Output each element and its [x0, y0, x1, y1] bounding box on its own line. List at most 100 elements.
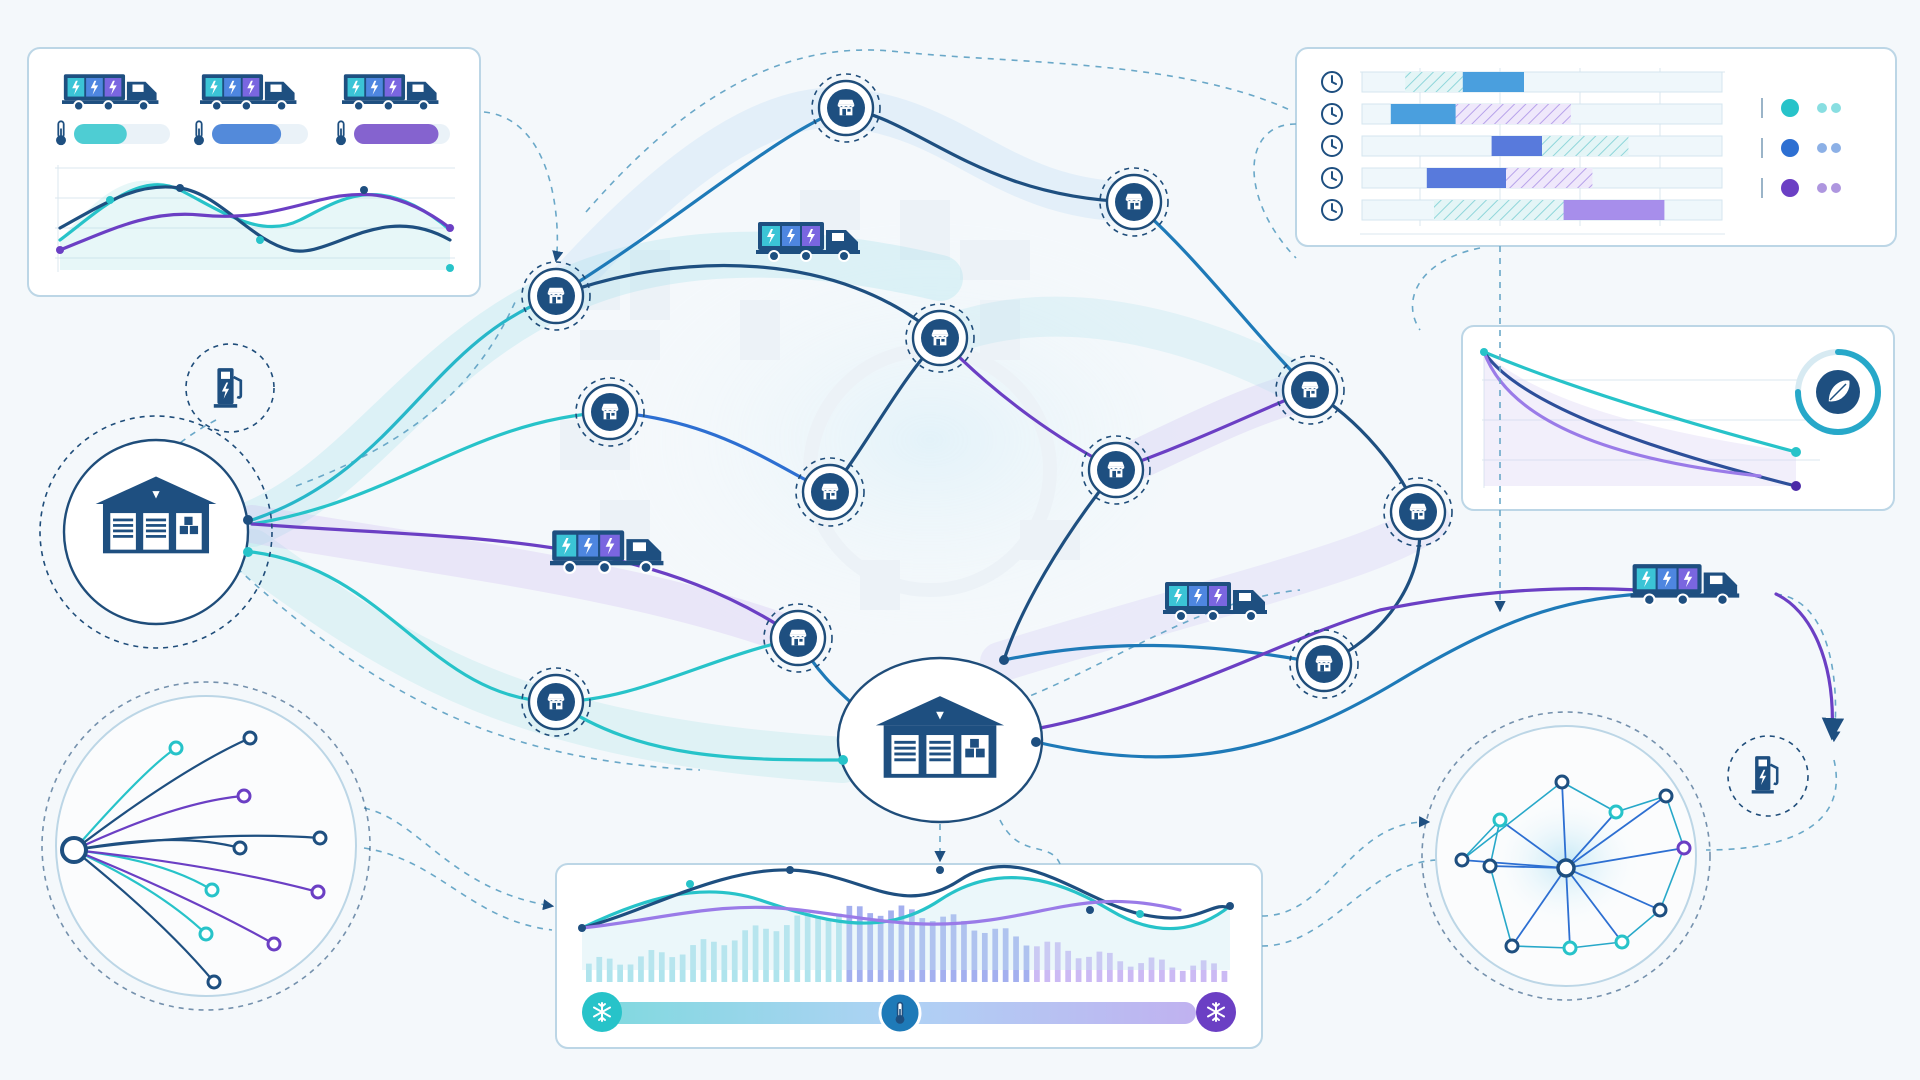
storefront-icon: [1315, 655, 1333, 672]
temperature-bar: [658, 952, 665, 982]
charging-station-right[interactable]: [1727, 735, 1809, 817]
store-node-6[interactable]: [1275, 355, 1345, 425]
mesh-link: [1565, 867, 1623, 943]
mesh-link: [1489, 819, 1501, 867]
route-hub-to-s12: [1002, 643, 1326, 666]
snowflake-icon-frozen: [1196, 992, 1236, 1032]
temperature-bar: [940, 916, 946, 982]
distribution-radial-network: [41, 681, 371, 1011]
temperature-bar: [1221, 970, 1228, 982]
temperature-bar: [877, 915, 884, 982]
temperature-bar: [888, 910, 894, 982]
route-s2-to-s3: [844, 106, 1136, 204]
radial-spoke: [73, 849, 207, 935]
temperature-slider-knob[interactable]: [878, 991, 922, 1035]
route-wh-a-to-s8: [250, 522, 800, 640]
warehouse-central-hub[interactable]: [836, 655, 1044, 824]
radial-endpoint: [232, 840, 248, 856]
fleet-line-navy: [58, 185, 452, 253]
mesh-link: [1569, 941, 1623, 949]
temperature-bar: [721, 945, 728, 982]
legend-dot-small: [1817, 183, 1827, 193]
temperature-bar: [606, 958, 613, 982]
fleet-temp-fill: [74, 124, 127, 144]
temperature-bar: [1159, 959, 1165, 982]
emission-reduction-panel: [1461, 325, 1895, 511]
legend-dot-small: [1817, 143, 1827, 153]
schedule-window: [1506, 168, 1593, 188]
temperature-bar: [752, 925, 759, 982]
store-node-5[interactable]: [905, 303, 975, 373]
schedule-slot: [1491, 136, 1542, 156]
schedule-slot: [1563, 200, 1665, 220]
schedule-slot: [1390, 104, 1456, 124]
store-node-11[interactable]: [1383, 477, 1453, 547]
storefront-icon: [547, 287, 565, 304]
temperature-bar: [804, 912, 811, 982]
temperature-bar: [596, 956, 603, 982]
store-node-8[interactable]: [763, 603, 833, 673]
fleet-line-purple: [58, 192, 452, 252]
temperature-bar: [711, 941, 717, 982]
temperature-monitor-panel: [555, 863, 1263, 1049]
temperature-bar: [1169, 967, 1176, 982]
ev-charger-icon: [1750, 754, 1779, 795]
emission-line-teal: [1482, 350, 1798, 454]
temperature-bar: [981, 932, 988, 982]
store-node-3[interactable]: [1099, 167, 1169, 237]
ev-charger-icon: [212, 366, 243, 410]
radial-endpoint: [206, 974, 222, 990]
temperature-bar: [1179, 970, 1186, 982]
local-mesh-network: [1421, 711, 1711, 1001]
schedule-slot: [1462, 72, 1524, 92]
mesh-node: [1492, 812, 1508, 828]
snowflake-icon-cold: [582, 992, 622, 1032]
temperature-bar: [898, 905, 905, 982]
route-s1-to-s5: [554, 263, 942, 340]
mesh-link: [1565, 795, 1667, 869]
mesh-node: [1608, 804, 1624, 820]
temperature-bar: [1013, 936, 1019, 982]
store-node-10[interactable]: [1081, 435, 1151, 505]
storefront-icon: [931, 329, 949, 346]
storefront-icon: [837, 99, 855, 116]
charging-station-left[interactable]: [185, 343, 275, 433]
truck-on-route-east[interactable]: [1630, 563, 1741, 606]
leaf-gauge: [1795, 349, 1881, 435]
thermometer-icon: [193, 120, 205, 147]
route-s10-to-hub: [1002, 468, 1118, 662]
storefront-icon: [821, 483, 839, 500]
store-node-12[interactable]: [1289, 629, 1359, 699]
route-s9-to-hub-lower: [554, 700, 845, 762]
fleet-chart-grid: [55, 165, 455, 272]
store-node-2[interactable]: [811, 73, 881, 143]
radial-spoke: [73, 849, 215, 983]
temperature-bar: [586, 963, 592, 982]
legend-dot-small: [1817, 103, 1827, 113]
temperature-bar: [1034, 946, 1040, 982]
warehouse-main-left[interactable]: [39, 415, 273, 649]
storefront-icon: [1125, 193, 1143, 210]
mesh-node: [1676, 840, 1692, 856]
radial-endpoint: [310, 884, 326, 900]
temperature-bar: [992, 928, 999, 982]
radial-spoke: [73, 834, 321, 852]
delivery-schedule-panel: [1295, 47, 1897, 247]
temperature-bar: [909, 909, 915, 982]
temperature-bar: [690, 945, 696, 982]
legend-dot: [1781, 139, 1799, 157]
schedule-window: [1434, 200, 1564, 220]
store-node-4[interactable]: [575, 377, 645, 447]
store-node-9[interactable]: [521, 667, 591, 737]
temperature-bar: [1086, 956, 1092, 982]
thermometer-icon: [335, 120, 347, 147]
fleet-temp-fill: [212, 124, 282, 144]
store-node-1[interactable]: [521, 261, 591, 331]
temperature-bar: [846, 905, 853, 982]
temperature-bar: [627, 964, 634, 982]
temperature-bar: [1054, 942, 1061, 982]
mesh-link: [1461, 859, 1567, 869]
temperature-bar: [773, 931, 780, 982]
store-node-7[interactable]: [795, 457, 865, 527]
